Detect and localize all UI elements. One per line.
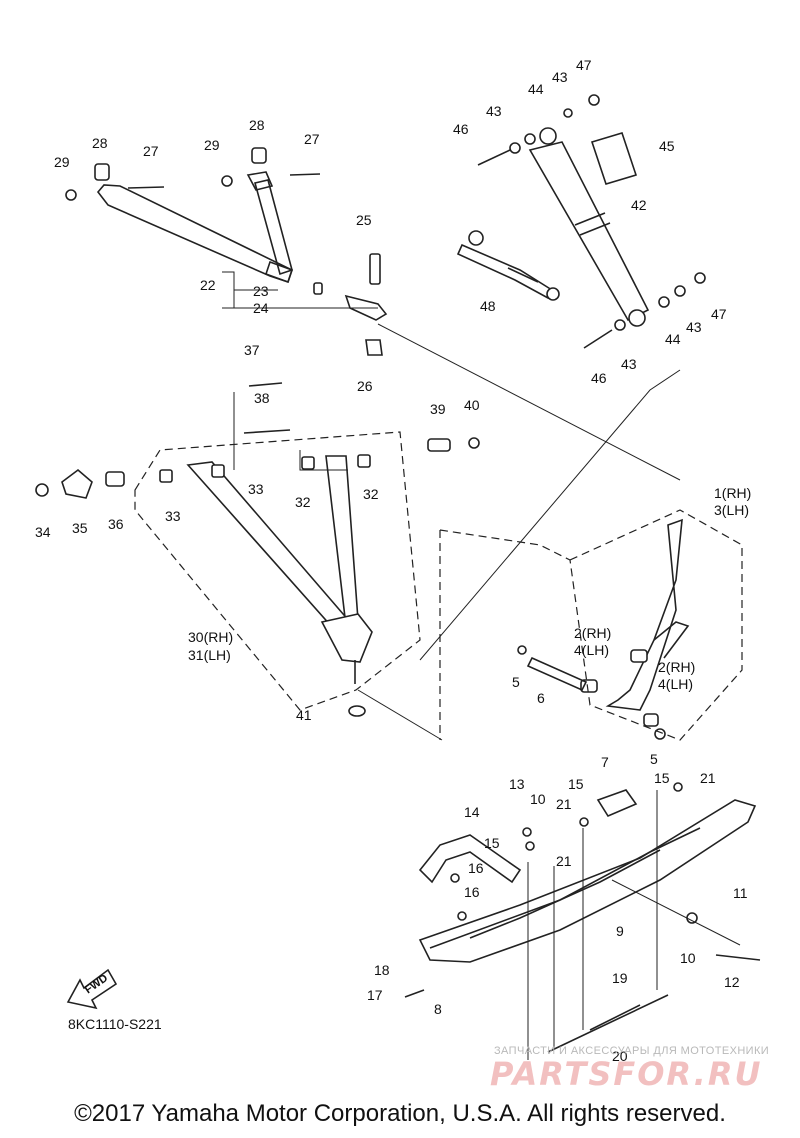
label-22: 22 [200, 277, 216, 293]
label-28b: 28 [249, 117, 265, 133]
fwd-arrow: FWD [66, 968, 118, 1010]
label-6: 6 [537, 690, 545, 706]
label-43b: 43 [552, 69, 568, 85]
label-47a: 47 [576, 57, 592, 73]
label-23: 23 [253, 283, 269, 299]
label-36: 36 [108, 516, 124, 532]
diagram-code: 8KC1110-S221 [68, 1016, 162, 1032]
label-4a: 4(LH) [574, 642, 609, 658]
label-19: 19 [612, 970, 628, 986]
label-28a: 28 [92, 135, 108, 151]
watermark-tagline: ЗАПЧАСТИ И АКСЕССУАРЫ ДЛЯ МОТОТЕХНИКИ [494, 1045, 770, 1057]
label-29a: 29 [54, 154, 70, 170]
label-21b: 21 [700, 770, 716, 786]
copyright-notice: ©2017 Yamaha Motor Corporation, U.S.A. A… [74, 1100, 726, 1127]
dashed-groupings [134, 271, 743, 1060]
label-47b: 47 [711, 306, 727, 322]
label-45: 45 [659, 138, 675, 154]
label-15b: 15 [654, 770, 670, 786]
label-14: 14 [464, 804, 480, 820]
label-40: 40 [464, 397, 480, 413]
label-8: 8 [434, 1001, 442, 1017]
label-2b: 2(RH) [658, 659, 695, 675]
lower-a-arm [35, 382, 480, 717]
label-27a: 27 [143, 143, 159, 159]
stabilizer-rod [456, 230, 560, 301]
label-27b: 27 [304, 131, 320, 147]
label-26: 26 [357, 378, 373, 394]
label-46b: 46 [591, 370, 607, 386]
label-29b: 29 [204, 137, 220, 153]
label-25: 25 [356, 212, 372, 228]
label-31: 31(LH) [188, 647, 231, 663]
label-37: 37 [244, 342, 260, 358]
label-13: 13 [509, 776, 525, 792]
label-48: 48 [480, 298, 496, 314]
label-16a: 16 [468, 860, 484, 876]
label-33a: 33 [165, 508, 181, 524]
label-43c: 43 [686, 319, 702, 335]
label-30: 30(RH) [188, 629, 233, 645]
label-15a: 15 [568, 776, 584, 792]
label-42: 42 [631, 197, 647, 213]
ski [404, 782, 761, 1053]
label-2a: 2(RH) [574, 625, 611, 641]
label-21c: 21 [556, 853, 572, 869]
label-7: 7 [601, 754, 609, 770]
label-34: 34 [35, 524, 51, 540]
upper-a-arm [65, 147, 388, 356]
watermark-brand: PARTSFOR.RU [490, 1055, 763, 1093]
label-9: 9 [616, 923, 624, 939]
label-16b: 16 [464, 884, 480, 900]
label-11: 11 [733, 885, 748, 901]
label-5b: 5 [650, 751, 658, 767]
label-43a: 43 [486, 103, 502, 119]
label-39: 39 [430, 401, 446, 417]
label-10b: 10 [680, 950, 696, 966]
label-5a: 5 [512, 674, 520, 690]
label-38: 38 [254, 390, 270, 406]
label-44a: 44 [528, 81, 544, 97]
label-15c: 15 [484, 835, 500, 851]
label-1: 1(RH) [714, 485, 751, 501]
shock-absorber [477, 94, 706, 349]
label-32b: 32 [363, 486, 379, 502]
label-24: 24 [253, 300, 269, 316]
label-21a: 21 [556, 796, 572, 812]
label-20: 20 [612, 1048, 628, 1064]
part-labels: 1(RH) 3(LH) 2(RH) 4(LH) 2(RH) 4(LH) 5 5 … [35, 57, 751, 1064]
label-43d: 43 [621, 356, 637, 372]
label-4b: 4(LH) [658, 676, 693, 692]
label-33b: 33 [248, 481, 264, 497]
label-17: 17 [367, 987, 383, 1003]
label-35: 35 [72, 520, 88, 536]
spindle [517, 518, 690, 740]
label-44b: 44 [665, 331, 681, 347]
label-12: 12 [724, 974, 740, 990]
label-10a: 10 [530, 791, 546, 807]
label-41: 41 [296, 707, 312, 723]
label-32a: 32 [295, 494, 311, 510]
label-3: 3(LH) [714, 502, 749, 518]
label-46a: 46 [453, 121, 469, 137]
label-18: 18 [374, 962, 390, 978]
